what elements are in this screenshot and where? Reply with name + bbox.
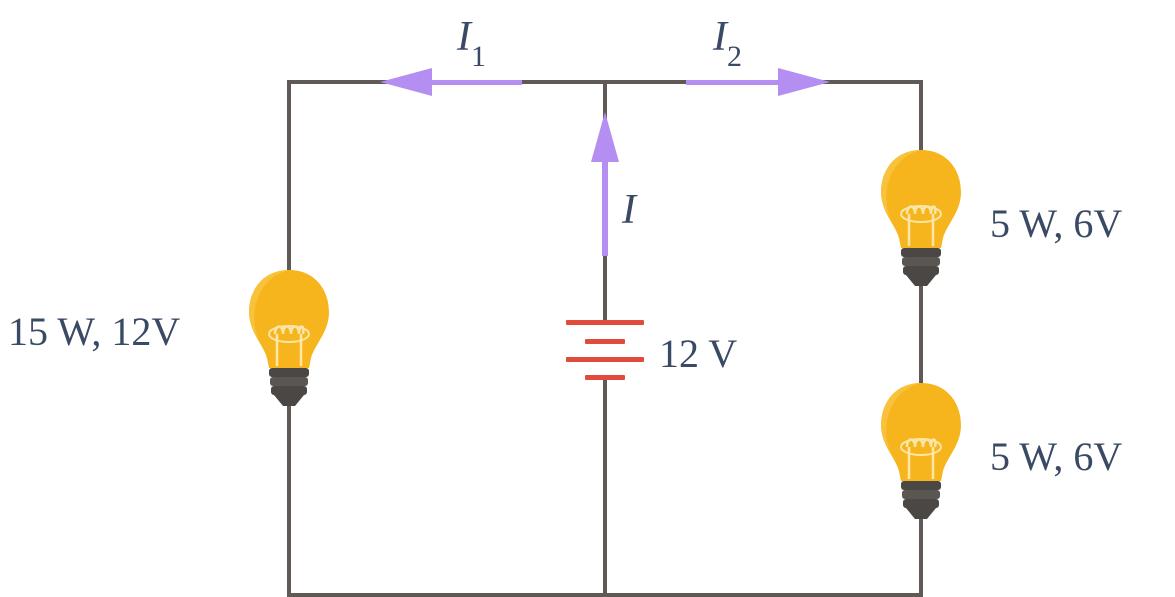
current-label-i2: I2 bbox=[712, 14, 742, 73]
bulb-right-bottom-icon bbox=[879, 381, 963, 521]
current-label-i: I bbox=[621, 187, 638, 233]
bulb-right-top-label: 5 W, 6V bbox=[990, 201, 1122, 246]
current-arrow-i bbox=[591, 112, 619, 256]
current-arrow-i2 bbox=[686, 68, 830, 96]
current-label-i1: I1 bbox=[456, 14, 486, 73]
battery-symbol bbox=[566, 320, 644, 380]
bulb-left-label: 15 W, 12V bbox=[8, 309, 180, 354]
bulb-right-top-icon bbox=[879, 148, 963, 288]
current-arrow-i1 bbox=[380, 68, 522, 96]
battery-label: 12 V bbox=[659, 331, 737, 376]
bulb-left-icon bbox=[247, 268, 331, 408]
bulb-right-bottom-label: 5 W, 6V bbox=[990, 434, 1122, 479]
